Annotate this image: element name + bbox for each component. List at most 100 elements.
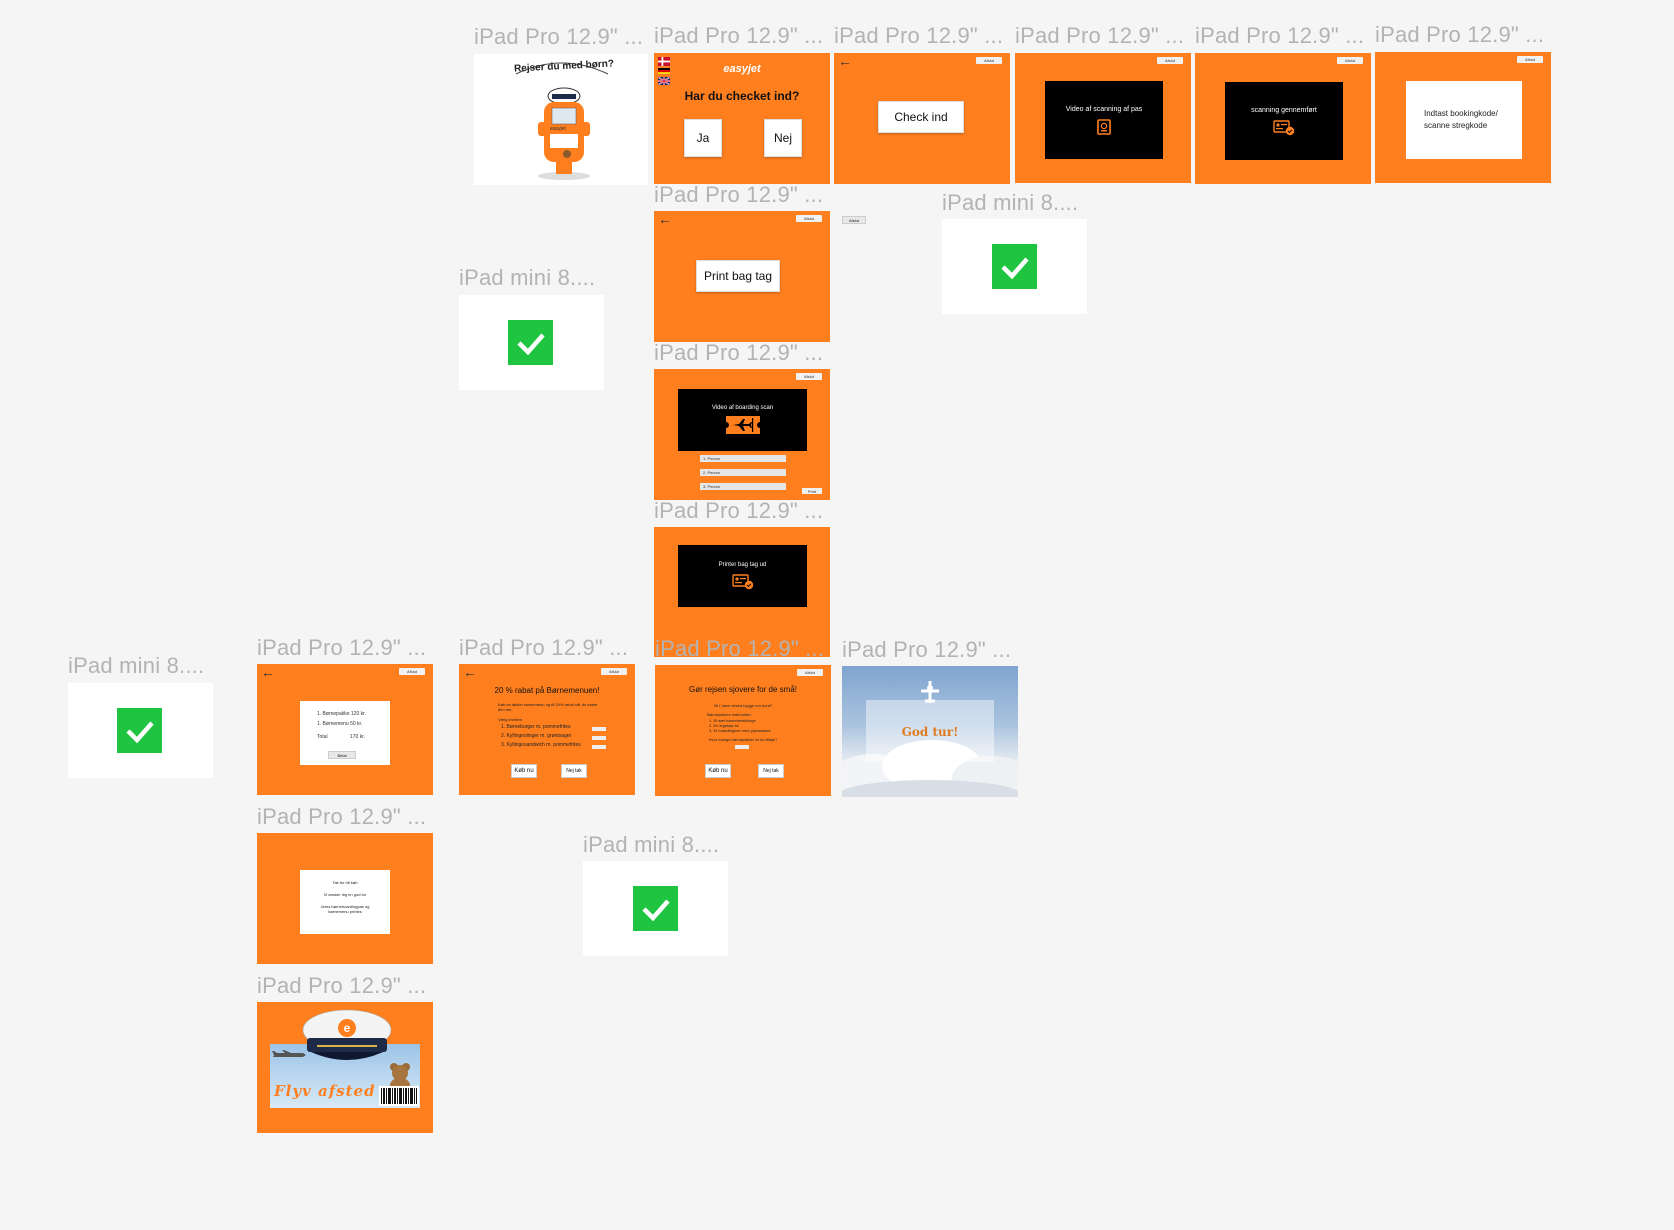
summary-line: 1. Børnemenu 50 kr. bbox=[317, 721, 363, 727]
back-arrow-icon[interactable]: ← bbox=[463, 664, 477, 680]
print-bag-tag-button[interactable]: Print bag tag bbox=[696, 260, 780, 292]
overlay-panel bbox=[866, 700, 994, 762]
thanks-line: Jeres børneboardingpas og børnemenu prin… bbox=[320, 904, 370, 914]
frame-booking[interactable]: Afslut Indtast bookingkode/ scanne streg… bbox=[1375, 52, 1551, 183]
frame-success[interactable] bbox=[68, 683, 213, 778]
fun-intro: Vil I have ekstra hygge om bord? bbox=[713, 703, 773, 708]
video-placeholder: Video af boarding scan bbox=[678, 389, 807, 451]
package-item: 2. En legetøjs bil bbox=[709, 723, 739, 728]
checkmark-icon bbox=[117, 708, 162, 753]
checkin-button[interactable]: Check ind bbox=[878, 101, 964, 133]
status-panel: scanning gennemført bbox=[1225, 82, 1343, 160]
back-arrow-icon[interactable]: ← bbox=[658, 211, 672, 227]
german-flag-icon[interactable] bbox=[658, 68, 670, 74]
uk-flag-icon[interactable] bbox=[658, 77, 670, 85]
fun-title: Gør rejsen sjovere for de små! bbox=[688, 685, 798, 694]
option-stepper[interactable] bbox=[592, 736, 606, 740]
buy-now-button[interactable]: Køb nu bbox=[511, 764, 537, 778]
yes-button[interactable]: Ja bbox=[684, 119, 722, 157]
frame-label: iPad Pro 12.9" ... bbox=[654, 340, 824, 365]
package-title: Børnepakken indeholder: bbox=[707, 712, 752, 717]
danish-flag-icon[interactable] bbox=[658, 57, 670, 66]
scan-done-text: scanning gennemført bbox=[1251, 106, 1317, 114]
boarding-pass-icon bbox=[725, 416, 760, 434]
exit-button[interactable]: Afslut bbox=[796, 373, 822, 380]
frame-label: iPad mini 8.... bbox=[942, 190, 1079, 215]
frame-label: iPad Pro 12.9" ... bbox=[654, 182, 824, 207]
no-thanks-button[interactable]: Nej tak bbox=[758, 764, 784, 778]
frame-scan-done[interactable]: Afslut scanning gennemført bbox=[1195, 53, 1371, 184]
frame-print-bag[interactable]: ← Afslut Print bag tag bbox=[654, 211, 830, 342]
video-text: Video af scanning af pas bbox=[1065, 105, 1143, 113]
frame-label: iPad Pro 12.9" ... bbox=[1375, 22, 1545, 47]
frame-video-pass[interactable]: Afslut Video af scanning af pas bbox=[1015, 53, 1191, 183]
exit-button[interactable]: Afslut bbox=[1337, 57, 1363, 64]
frame-discount[interactable]: ← Afslut 20 % rabat på Børnemenuen! Køb … bbox=[459, 664, 635, 795]
booking-input[interactable]: Indtast bookingkode/ scanne stregkode bbox=[1406, 81, 1522, 159]
frame-good-trip[interactable]: God tur! bbox=[842, 666, 1018, 797]
brand-badge: e bbox=[338, 1019, 356, 1037]
status-panel: Printer bag tag ud bbox=[678, 545, 807, 607]
exit-button[interactable]: Afslut bbox=[399, 668, 425, 675]
frame-success[interactable] bbox=[459, 295, 604, 390]
exit-button[interactable]: Afslut bbox=[1157, 57, 1183, 64]
no-thanks-button[interactable]: Nej tak bbox=[561, 764, 587, 778]
menu-option: 3. Kyllingesandwich m. pommefrites bbox=[501, 742, 581, 748]
package-question: Hvor mange børnepakker vil du tilføje? bbox=[708, 737, 778, 742]
exit-button[interactable]: Afslut bbox=[796, 215, 822, 222]
frame-label: iPad Pro 12.9" ... bbox=[257, 973, 427, 998]
frame-checkin[interactable]: ← Afslut Check ind bbox=[834, 53, 1010, 184]
package-item: 3. Et boardingkort med plysmaskot bbox=[709, 728, 771, 733]
frame-label: iPad Pro 12.9" ... bbox=[655, 636, 825, 661]
order-summary-card: 1. Børnepakke 120 kr. 1. Børnemenu 50 kr… bbox=[300, 701, 390, 765]
video-text: Video af boarding scan bbox=[711, 405, 774, 411]
option-stepper[interactable] bbox=[592, 745, 606, 749]
exit-button[interactable]: Afslut bbox=[976, 57, 1002, 64]
exit-button[interactable]: Afslut bbox=[842, 216, 866, 224]
frame-printing-bag[interactable]: Printer bag tag ud bbox=[654, 527, 830, 657]
kiosk-icon bbox=[538, 87, 590, 180]
pay-button[interactable]: Betal bbox=[328, 751, 356, 759]
frame-welcome[interactable]: Rejser du med børn? easyjet bbox=[474, 54, 648, 185]
person-field[interactable]: 3. Person bbox=[700, 483, 786, 490]
back-arrow-icon[interactable]: ← bbox=[838, 53, 852, 69]
pilot-hat-icon bbox=[302, 1009, 392, 1060]
exit-button[interactable]: Afslut bbox=[601, 668, 627, 675]
buy-now-button[interactable]: Køb nu bbox=[705, 764, 731, 778]
thanks-card: Tak for dit køb Vi ønsker dig en god tur… bbox=[300, 870, 390, 934]
frame-checkin-question[interactable]: easyjet Har du checket ind? Ja Nej bbox=[654, 53, 830, 184]
checkmark-icon bbox=[992, 244, 1037, 289]
frame-label: iPad Pro 12.9" ... bbox=[834, 23, 1004, 48]
video-placeholder: Video af scanning af pas bbox=[1045, 81, 1163, 159]
airplane-icon bbox=[272, 1050, 306, 1057]
no-button[interactable]: Nej bbox=[764, 119, 802, 157]
choose-label: Vælg imellem bbox=[498, 717, 523, 722]
frame-label: iPad Pro 12.9" ... bbox=[842, 637, 1012, 662]
frame-fun[interactable]: Afslut Gør rejsen sjovere for de små! Vi… bbox=[655, 665, 831, 796]
option-stepper[interactable] bbox=[592, 727, 606, 731]
frame-thanks[interactable]: Tak for dit køb Vi ønsker dig en god tur… bbox=[257, 833, 433, 964]
exit-button[interactable]: Afslut bbox=[1517, 56, 1543, 63]
frame-label: iPad Pro 12.9" ... bbox=[1015, 23, 1185, 48]
frame-label: iPad mini 8.... bbox=[68, 653, 205, 678]
back-arrow-icon[interactable]: ← bbox=[261, 664, 275, 680]
booking-text: Indtast bookingkode/ scanne stregkode bbox=[1424, 109, 1498, 130]
person-field[interactable]: 2. Person bbox=[700, 469, 786, 476]
good-trip-text: God tur! bbox=[901, 725, 959, 739]
frame-fly[interactable]: e Flyv afsted bbox=[257, 1002, 433, 1133]
printing-text: Printer bag tag ud bbox=[718, 562, 767, 568]
kiosk-brand: easyjet bbox=[550, 126, 566, 132]
exit-button[interactable]: Afslut bbox=[797, 669, 823, 676]
frame-success[interactable] bbox=[583, 861, 728, 956]
barcode-icon bbox=[379, 1086, 419, 1106]
frame-label: iPad Pro 12.9" ... bbox=[654, 23, 824, 48]
frame-label: iPad Pro 12.9" ... bbox=[257, 635, 427, 660]
frame-boarding-scan[interactable]: Afslut Video af boarding scan 1. Person … bbox=[654, 369, 830, 500]
frame-label: iPad Pro 12.9" ... bbox=[257, 804, 427, 829]
checkin-question: Har du checket ind? bbox=[684, 89, 800, 103]
print-button[interactable]: Print bbox=[802, 488, 822, 494]
frame-summary[interactable]: ← Afslut 1. Børnepakke 120 kr. 1. Børnem… bbox=[257, 664, 433, 795]
frame-success[interactable] bbox=[942, 219, 1087, 314]
quantity-stepper[interactable] bbox=[735, 745, 749, 749]
person-field[interactable]: 1. Person bbox=[700, 455, 786, 462]
